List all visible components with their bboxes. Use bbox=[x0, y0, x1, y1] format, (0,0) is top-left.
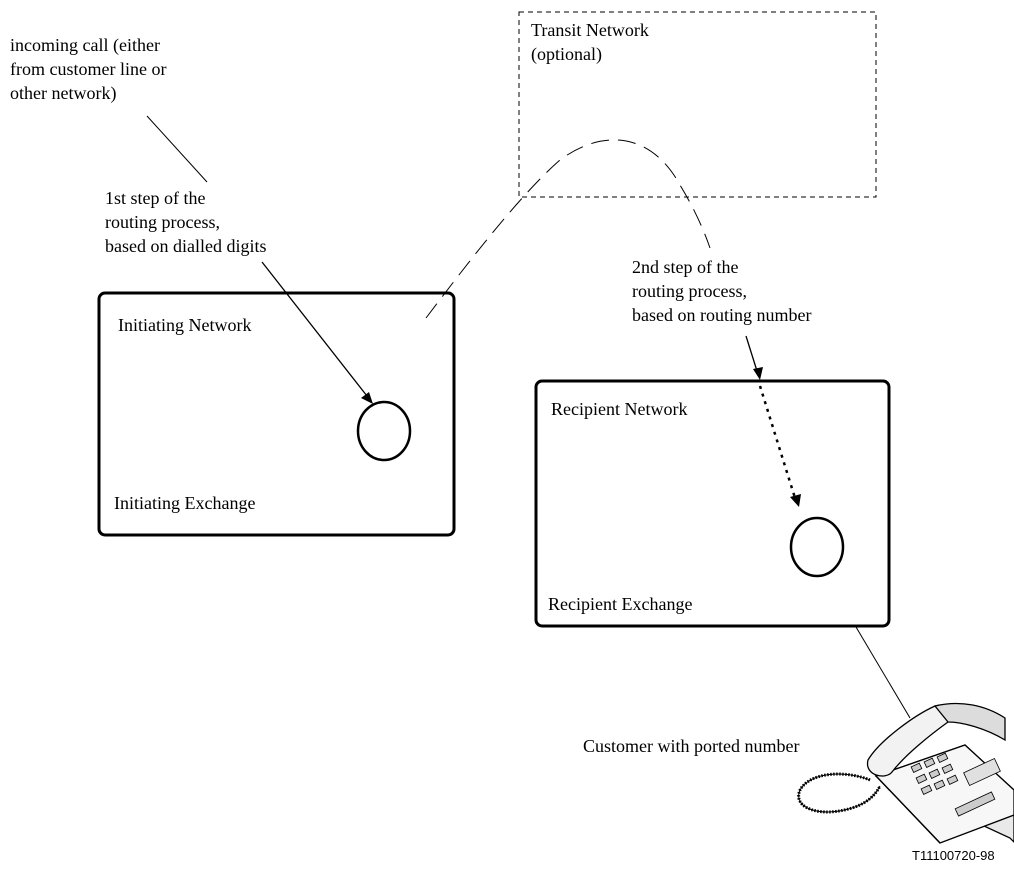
recipient-route-arrowhead bbox=[790, 494, 801, 507]
step2-arrowhead bbox=[753, 367, 763, 380]
customer-line bbox=[855, 626, 911, 719]
call-route-path bbox=[425, 139, 711, 319]
step1-arrowhead bbox=[361, 392, 373, 404]
incoming-call-leader bbox=[146, 115, 208, 183]
recipient-internal-route bbox=[758, 385, 797, 499]
step2-label: 2nd step of the routing process, based o… bbox=[632, 257, 812, 325]
step2-arrow-line bbox=[745, 335, 758, 372]
step1-arrow-line bbox=[261, 261, 368, 397]
initiating-exchange-node bbox=[356, 400, 412, 462]
desk-telephone-icon bbox=[797, 702, 1014, 844]
initiating-network-label: Initiating Network bbox=[118, 315, 252, 335]
recipient-exchange-label: Recipient Exchange bbox=[548, 594, 693, 614]
customer-label: Customer with ported number bbox=[583, 736, 800, 756]
incoming-call-label: incoming call (either from customer line… bbox=[10, 35, 167, 103]
transit-network-label: Transit Network (optional) bbox=[531, 20, 649, 64]
initiating-network-box bbox=[97, 291, 456, 537]
recipient-exchange-node bbox=[789, 516, 845, 578]
transit-network-box bbox=[518, 11, 877, 198]
initiating-exchange-label: Initiating Exchange bbox=[114, 493, 256, 513]
step1-label: 1st step of the routing process, based o… bbox=[105, 188, 267, 256]
recipient-network-box bbox=[534, 379, 891, 628]
recipient-network-label: Recipient Network bbox=[551, 399, 688, 419]
figure-id: T11100720-98 bbox=[912, 848, 995, 863]
